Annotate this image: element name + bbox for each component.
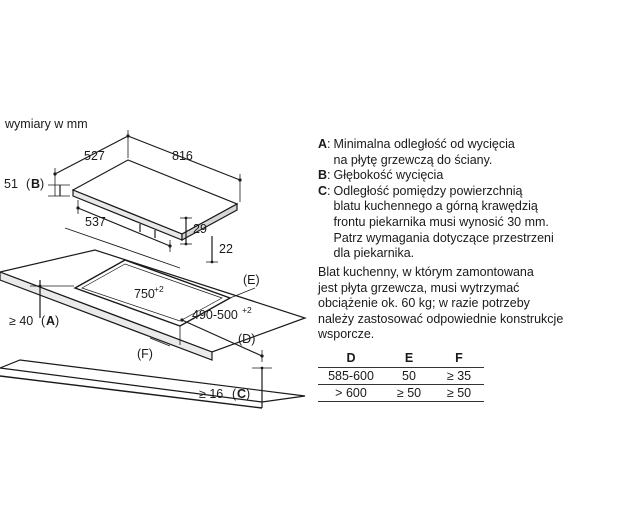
oven-front-panel bbox=[0, 359, 306, 403]
label-b: B bbox=[31, 177, 40, 191]
table-cell: ≥ 35 bbox=[434, 367, 484, 385]
note-c-key: C bbox=[318, 183, 328, 198]
label-b-open: ( bbox=[26, 177, 31, 191]
table-cell: ≥ 50 bbox=[384, 384, 434, 402]
note-a-line-1: Minimalna odległość od wycięcia bbox=[333, 137, 515, 151]
dim-22-label: 22 bbox=[219, 242, 233, 256]
dim-527-label: 527 bbox=[84, 149, 105, 163]
table-row: 585-600 50 ≥ 35 bbox=[318, 367, 484, 385]
dim-750-label: 750 bbox=[134, 287, 155, 301]
note-a-key: A bbox=[318, 137, 328, 151]
dim-750-tolerance: +2 bbox=[154, 284, 164, 294]
label-a-open: ( bbox=[41, 314, 46, 328]
note-c-line-5: dla piekarnika. bbox=[333, 246, 415, 261]
prefix-ge16: ≥ 16 bbox=[199, 387, 223, 401]
table-header-f: F bbox=[434, 350, 484, 368]
note-b-key: B bbox=[318, 168, 328, 183]
dim-29-label: 29 bbox=[193, 222, 207, 236]
dim-490-500-tolerance: +2 bbox=[242, 305, 252, 315]
label-c: C bbox=[237, 387, 246, 401]
prefix-ge40: ≥ 40 bbox=[9, 314, 33, 328]
note-a: A: Minimalna odległość od wycięcia na pł… bbox=[318, 137, 515, 167]
dim-537-label: 537 bbox=[85, 215, 106, 229]
label-d: (D) bbox=[238, 332, 255, 346]
table-cell: > 600 bbox=[318, 384, 384, 402]
table-header-row: D E F bbox=[318, 350, 484, 368]
table-cell: 585-600 bbox=[318, 367, 384, 385]
countertop-front bbox=[0, 271, 213, 361]
installation-diagram: wymiary w mm 527 816 51 ( B ) 537 29 22 … bbox=[0, 117, 307, 409]
dim-527-line bbox=[54, 135, 129, 175]
table-row: > 600 ≥ 50 ≥ 50 bbox=[318, 384, 484, 402]
table-cell: 50 bbox=[384, 367, 434, 385]
note-c-line-2: blatu kuchennego a górną krawędzią bbox=[333, 199, 538, 214]
label-c-open: ( bbox=[232, 387, 237, 401]
units-caption: wymiary w mm bbox=[4, 117, 88, 131]
legend-notes: A: Minimalna odległość od wycięcia na pł… bbox=[318, 137, 613, 262]
dim-816-label: 816 bbox=[172, 149, 193, 163]
note-a-line-2: na płytę grzewczą do ściany. bbox=[333, 152, 493, 167]
label-e: (E) bbox=[243, 273, 260, 287]
table-cell: ≥ 50 bbox=[434, 384, 484, 402]
load-bearing-note: Blat kuchenny, w którym zamontowana jest… bbox=[318, 265, 564, 342]
dim-816-line bbox=[127, 135, 241, 181]
label-a: A bbox=[46, 314, 55, 328]
note-b: B: Głębokość wycięcia bbox=[318, 168, 444, 183]
dim-51-label: 51 bbox=[4, 177, 18, 191]
label-b-close: ) bbox=[40, 177, 44, 191]
label-a-close: ) bbox=[55, 314, 59, 328]
dimension-table: D E F 585-600 50 ≥ 35 > 600 ≥ 50 ≥ 50 bbox=[318, 350, 484, 402]
table-header-d: D bbox=[318, 350, 384, 368]
dim-490-500-line bbox=[181, 319, 263, 357]
note-c-line-3: frontu piekarnika musi wynosić 30 mm. bbox=[333, 214, 549, 229]
note-c-line-1: Odległość pomiędzy powierzchnią bbox=[333, 183, 523, 198]
note-b-line-1: Głębokość wycięcia bbox=[333, 168, 444, 183]
table-header-e: E bbox=[384, 350, 434, 368]
hob-front-face bbox=[181, 202, 238, 242]
dim-490-500-label: 490-500 bbox=[192, 308, 238, 322]
label-c-close: ) bbox=[246, 387, 250, 401]
label-f: (F) bbox=[137, 347, 153, 361]
note-c-line-4: Patrz wymagania dotyczące przestrzeni bbox=[333, 230, 554, 245]
note-c: C: Odległość pomiędzy powierzchnią blatu… bbox=[318, 183, 554, 261]
dim-537-line bbox=[77, 207, 171, 247]
